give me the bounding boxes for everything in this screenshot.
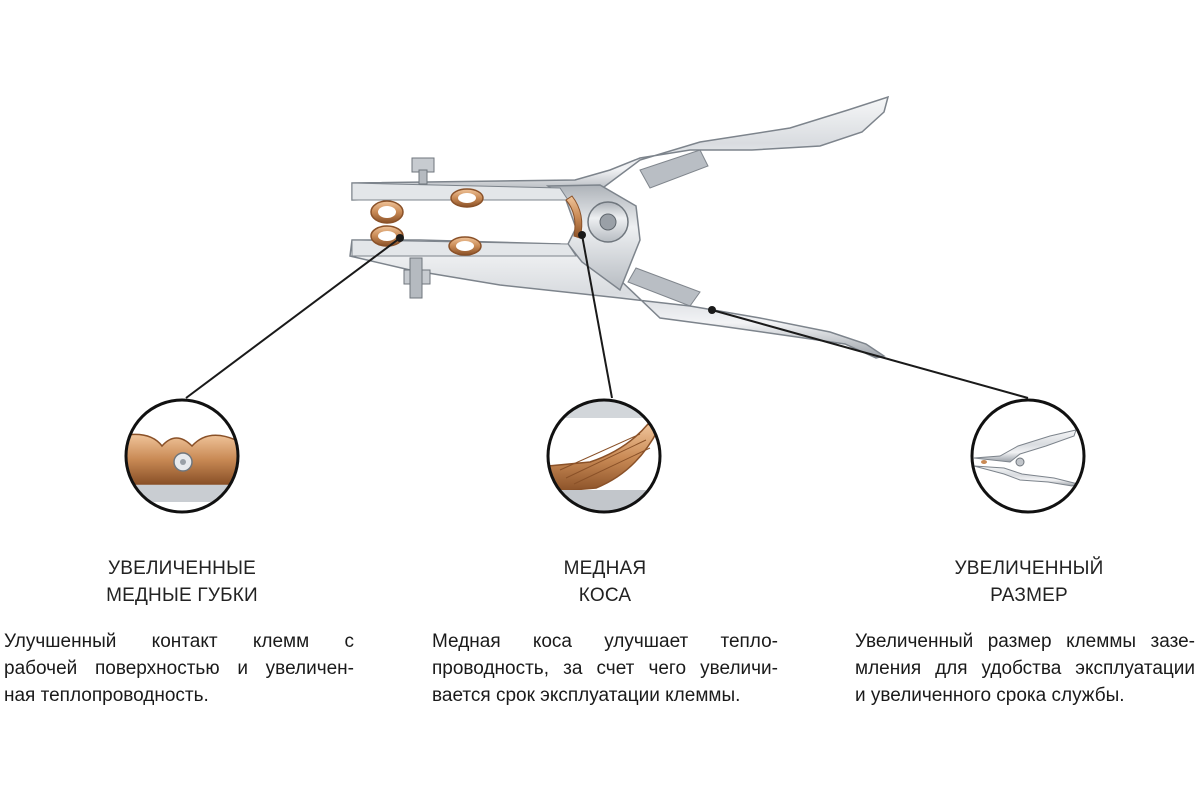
detail-circle-size — [970, 398, 1086, 514]
feature-text-line: Медная коса улучшает тепло- — [432, 631, 778, 652]
feature-text-line: и увеличенного срока службы. — [855, 685, 1125, 706]
feature-text-line: Увеличенный размер клеммы зазе- — [855, 631, 1195, 652]
feature-text-line: мления для удобства эксплуатации — [855, 658, 1195, 679]
feature-text-size: Увеличенный размер клеммы зазе- мления д… — [855, 628, 1195, 709]
detail-circle-braid — [546, 398, 662, 514]
bolt-top — [411, 157, 435, 185]
ground-clamp-image — [349, 95, 890, 359]
copper-jaws — [370, 188, 484, 256]
feature-text-line: проводность, за счет чего увеличи- — [432, 658, 778, 679]
detail-circle-jaws — [124, 398, 240, 514]
leader-lines — [185, 231, 1029, 399]
feature-text-line: вается срок эксплуатации клеммы. — [432, 685, 741, 706]
bolt-bottom — [403, 257, 431, 299]
feature-title-size: УВЕЛИЧЕННЫЙ РАЗМЕР — [929, 555, 1129, 609]
feature-title-jaws: УВЕЛИЧЕННЫЕ МЕДНЫЕ ГУБКИ — [82, 555, 282, 609]
pivot-rivet — [587, 201, 629, 243]
feature-title-line: МЕДНЫЕ ГУБКИ — [106, 585, 258, 606]
leader-line-braid — [581, 234, 613, 399]
feature-text-jaws: Улучшенный контакт клемм с рабочей повер… — [4, 628, 354, 709]
feature-text-line: Улучшенный контакт клемм с — [4, 631, 354, 652]
leader-line-jaws — [185, 237, 401, 399]
feature-text-line: ная теплопроводность. — [4, 685, 209, 706]
clamp-spring — [627, 149, 709, 307]
feature-title-line: МЕДНАЯ — [563, 558, 647, 579]
feature-title-line: УВЕЛИЧЕННЫЙ — [954, 558, 1104, 579]
feature-title-braid: МЕДНАЯ КОСА — [505, 555, 705, 609]
feature-text-line: рабочей поверхностью и увеличен- — [4, 658, 354, 679]
feature-title-line: КОСА — [578, 585, 632, 606]
feature-title-line: РАЗМЕР — [990, 585, 1068, 606]
feature-title-line: УВЕЛИЧЕННЫЕ — [107, 558, 256, 579]
feature-text-braid: Медная коса улучшает тепло- проводность,… — [432, 628, 778, 709]
leader-line-size — [711, 309, 1029, 399]
